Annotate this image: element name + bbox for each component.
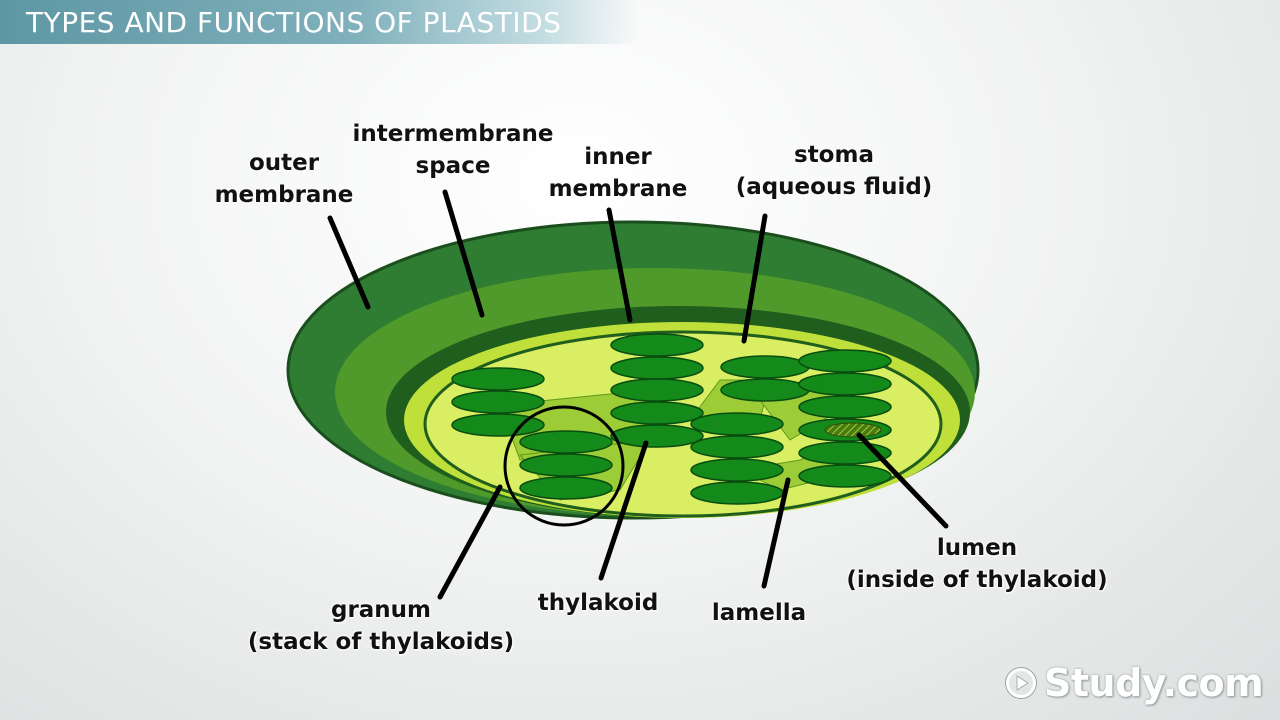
label-outer-membrane: outer membrane [214, 150, 354, 208]
label-granum: granum (stack of thylakoids) [247, 597, 515, 655]
granum-1 [451, 367, 545, 437]
label-thylakoid: thylakoid [537, 590, 659, 616]
granum-5 [690, 412, 784, 505]
pointer-outer-membrane [327, 215, 371, 310]
label-lamella: lamella [711, 600, 807, 626]
pointer-lamella [761, 477, 791, 589]
page-title: TYPES AND FUNCTIONS OF PLASTIDS [26, 6, 562, 39]
title-bar: TYPES AND FUNCTIONS OF PLASTIDS [0, 0, 640, 44]
label-intermembrane-space: intermembrane space [352, 121, 554, 179]
granum-3 [610, 333, 704, 448]
pointer-inner-membrane [606, 207, 633, 323]
label-lumen: lumen (inside of thylakoid) [846, 535, 1108, 593]
pointer-granum [437, 484, 503, 600]
label-inner-membrane: inner membrane [548, 144, 688, 202]
study-com-logo: Study.com [1004, 660, 1264, 706]
granum-6 [798, 349, 892, 488]
granum-4 [720, 355, 810, 402]
pointer-intermembrane-space [442, 189, 485, 318]
granum-2 [519, 430, 613, 500]
granum-highlight-circle [503, 405, 625, 527]
pointer-thylakoid [598, 440, 649, 581]
pointer-lines [327, 189, 949, 600]
pointer-stoma [741, 213, 768, 344]
logo-text: Study.com [1044, 661, 1264, 705]
play-circle-icon [1005, 667, 1037, 699]
lumen-highlight [824, 422, 882, 438]
pointer-lumen [856, 432, 949, 529]
label-stoma: stoma (aqueous fluid) [735, 142, 933, 200]
